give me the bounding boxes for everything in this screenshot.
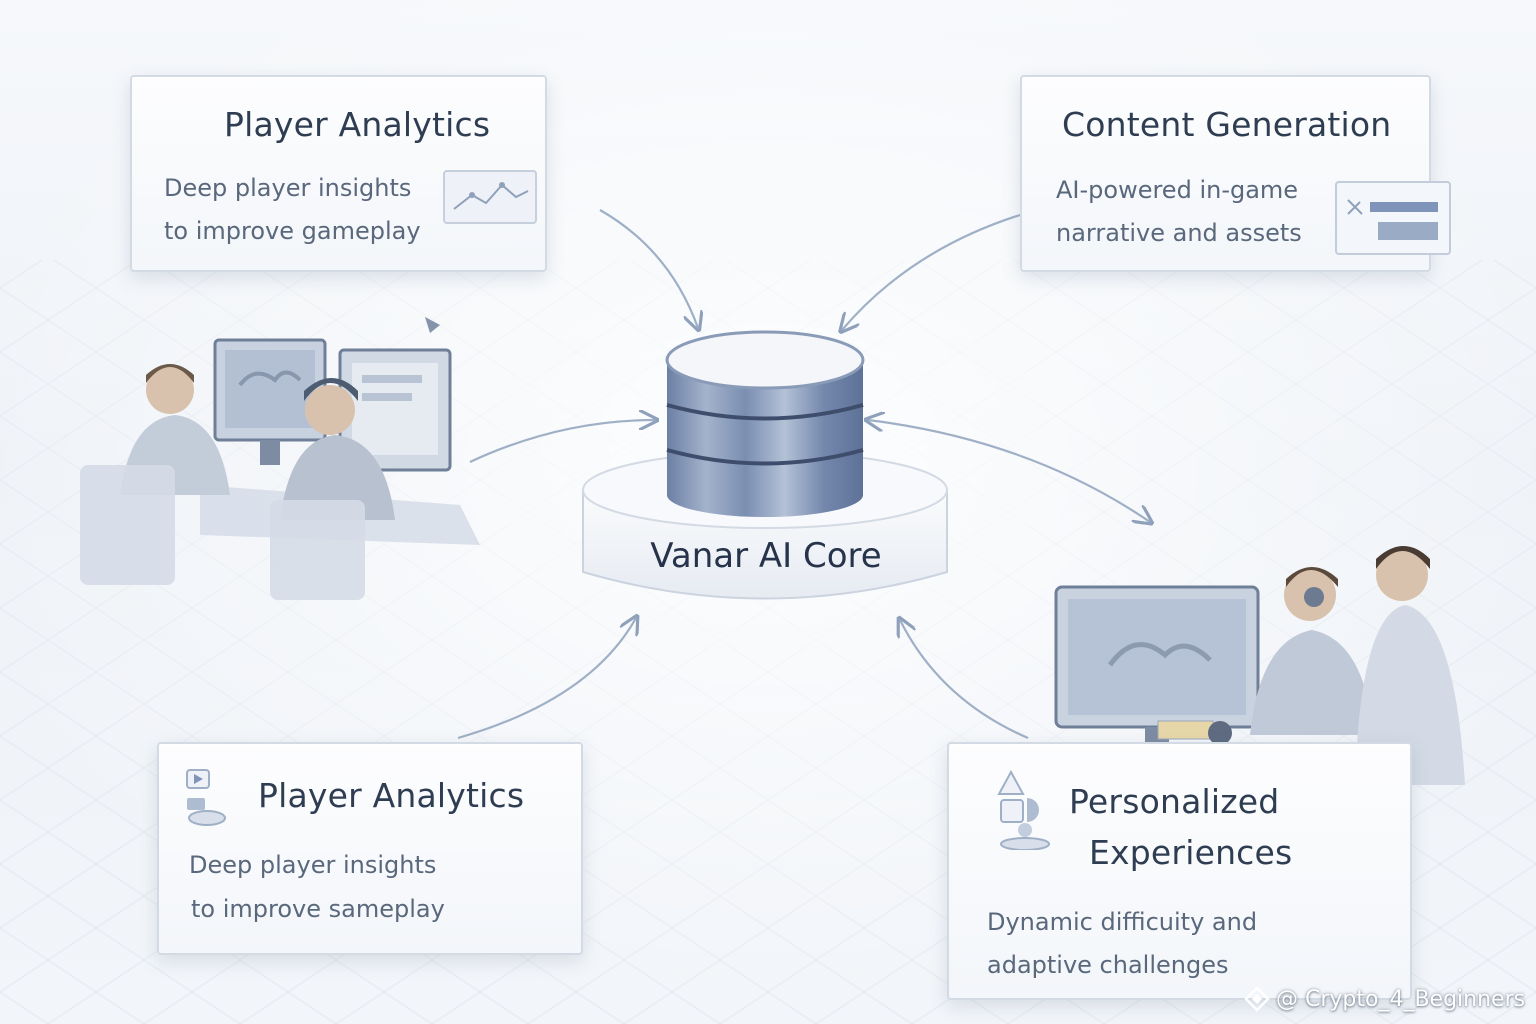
arrow-top-right-to-core [842,213,1021,330]
card-title: Player Analytics [258,776,525,815]
core-label: Vanar AI Core [650,536,882,576]
card-personalized-experiences: Personalized Experiences Dynamic difficu… [947,742,1412,1000]
arrow-core-to-right-illustration [868,420,1150,522]
card-title: Player Analytics [224,105,491,144]
watermark-text: @ Crypto_4_Beginners [1276,986,1526,1012]
card-player-analytics-bottom: Player Analytics Deep player insights to… [157,742,583,955]
layout-panel-icon [1335,181,1451,255]
card-title-line1: Personalized [1069,782,1280,821]
card-desc-line2: to improve gameplay [164,217,421,245]
card-desc-line2: narrative and assets [1056,219,1302,247]
card-desc-line1: AI-powered in-game [1056,176,1299,204]
card-desc-line1: Deep player insights [164,174,412,202]
play-shapes-icon [186,769,226,826]
diamond-logo-icon [1244,986,1270,1012]
card-player-analytics-top: Player Analytics Deep player insights to… [130,75,547,272]
card-desc-line1: Deep player insights [189,851,437,879]
arrow-left-illustration-to-core [469,420,655,463]
card-title: Content Generation [1062,105,1392,144]
card-desc-line2: to improve sameplay [191,895,445,923]
card-content-generation: Content Generation AI-powered in-game na… [1020,75,1431,272]
card-desc-line2: adaptive challenges [987,951,1229,979]
vanar-ai-core-database [582,330,948,600]
watermark: @ Crypto_4_Beginners [1244,984,1529,1014]
card-desc-line1: Dynamic difficuity and [987,908,1258,936]
gamers-at-monitor-illustration [1054,546,1465,785]
arrow-bottom-left-to-core [457,618,636,740]
arrow-bottom-right-to-core [900,620,1029,740]
arrow-top-left-to-core [599,209,698,328]
analysts-at-computers-illustration [80,317,480,600]
line-chart-icon [443,170,537,224]
shapes-person-icon [997,769,1050,850]
card-title-line2: Experiences [1089,833,1293,872]
